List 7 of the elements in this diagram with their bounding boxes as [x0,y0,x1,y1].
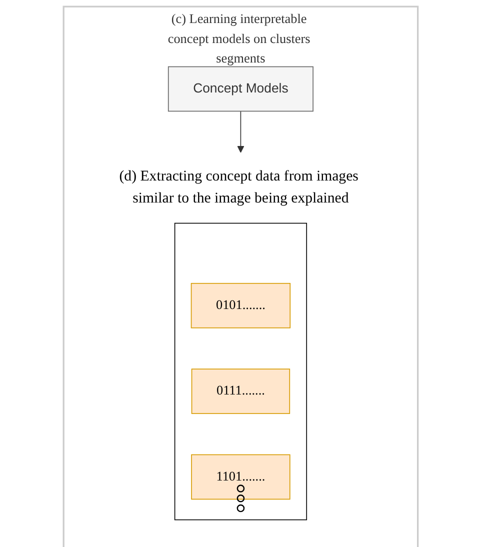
cluster [174,222,307,520]
node-box [190,282,290,328]
node-text: (d) Extracting concept data from images similar to the image being explained [119,167,358,206]
arrow [236,110,244,153]
node-box [191,368,290,414]
node-box [190,454,290,500]
node-box [168,66,314,112]
